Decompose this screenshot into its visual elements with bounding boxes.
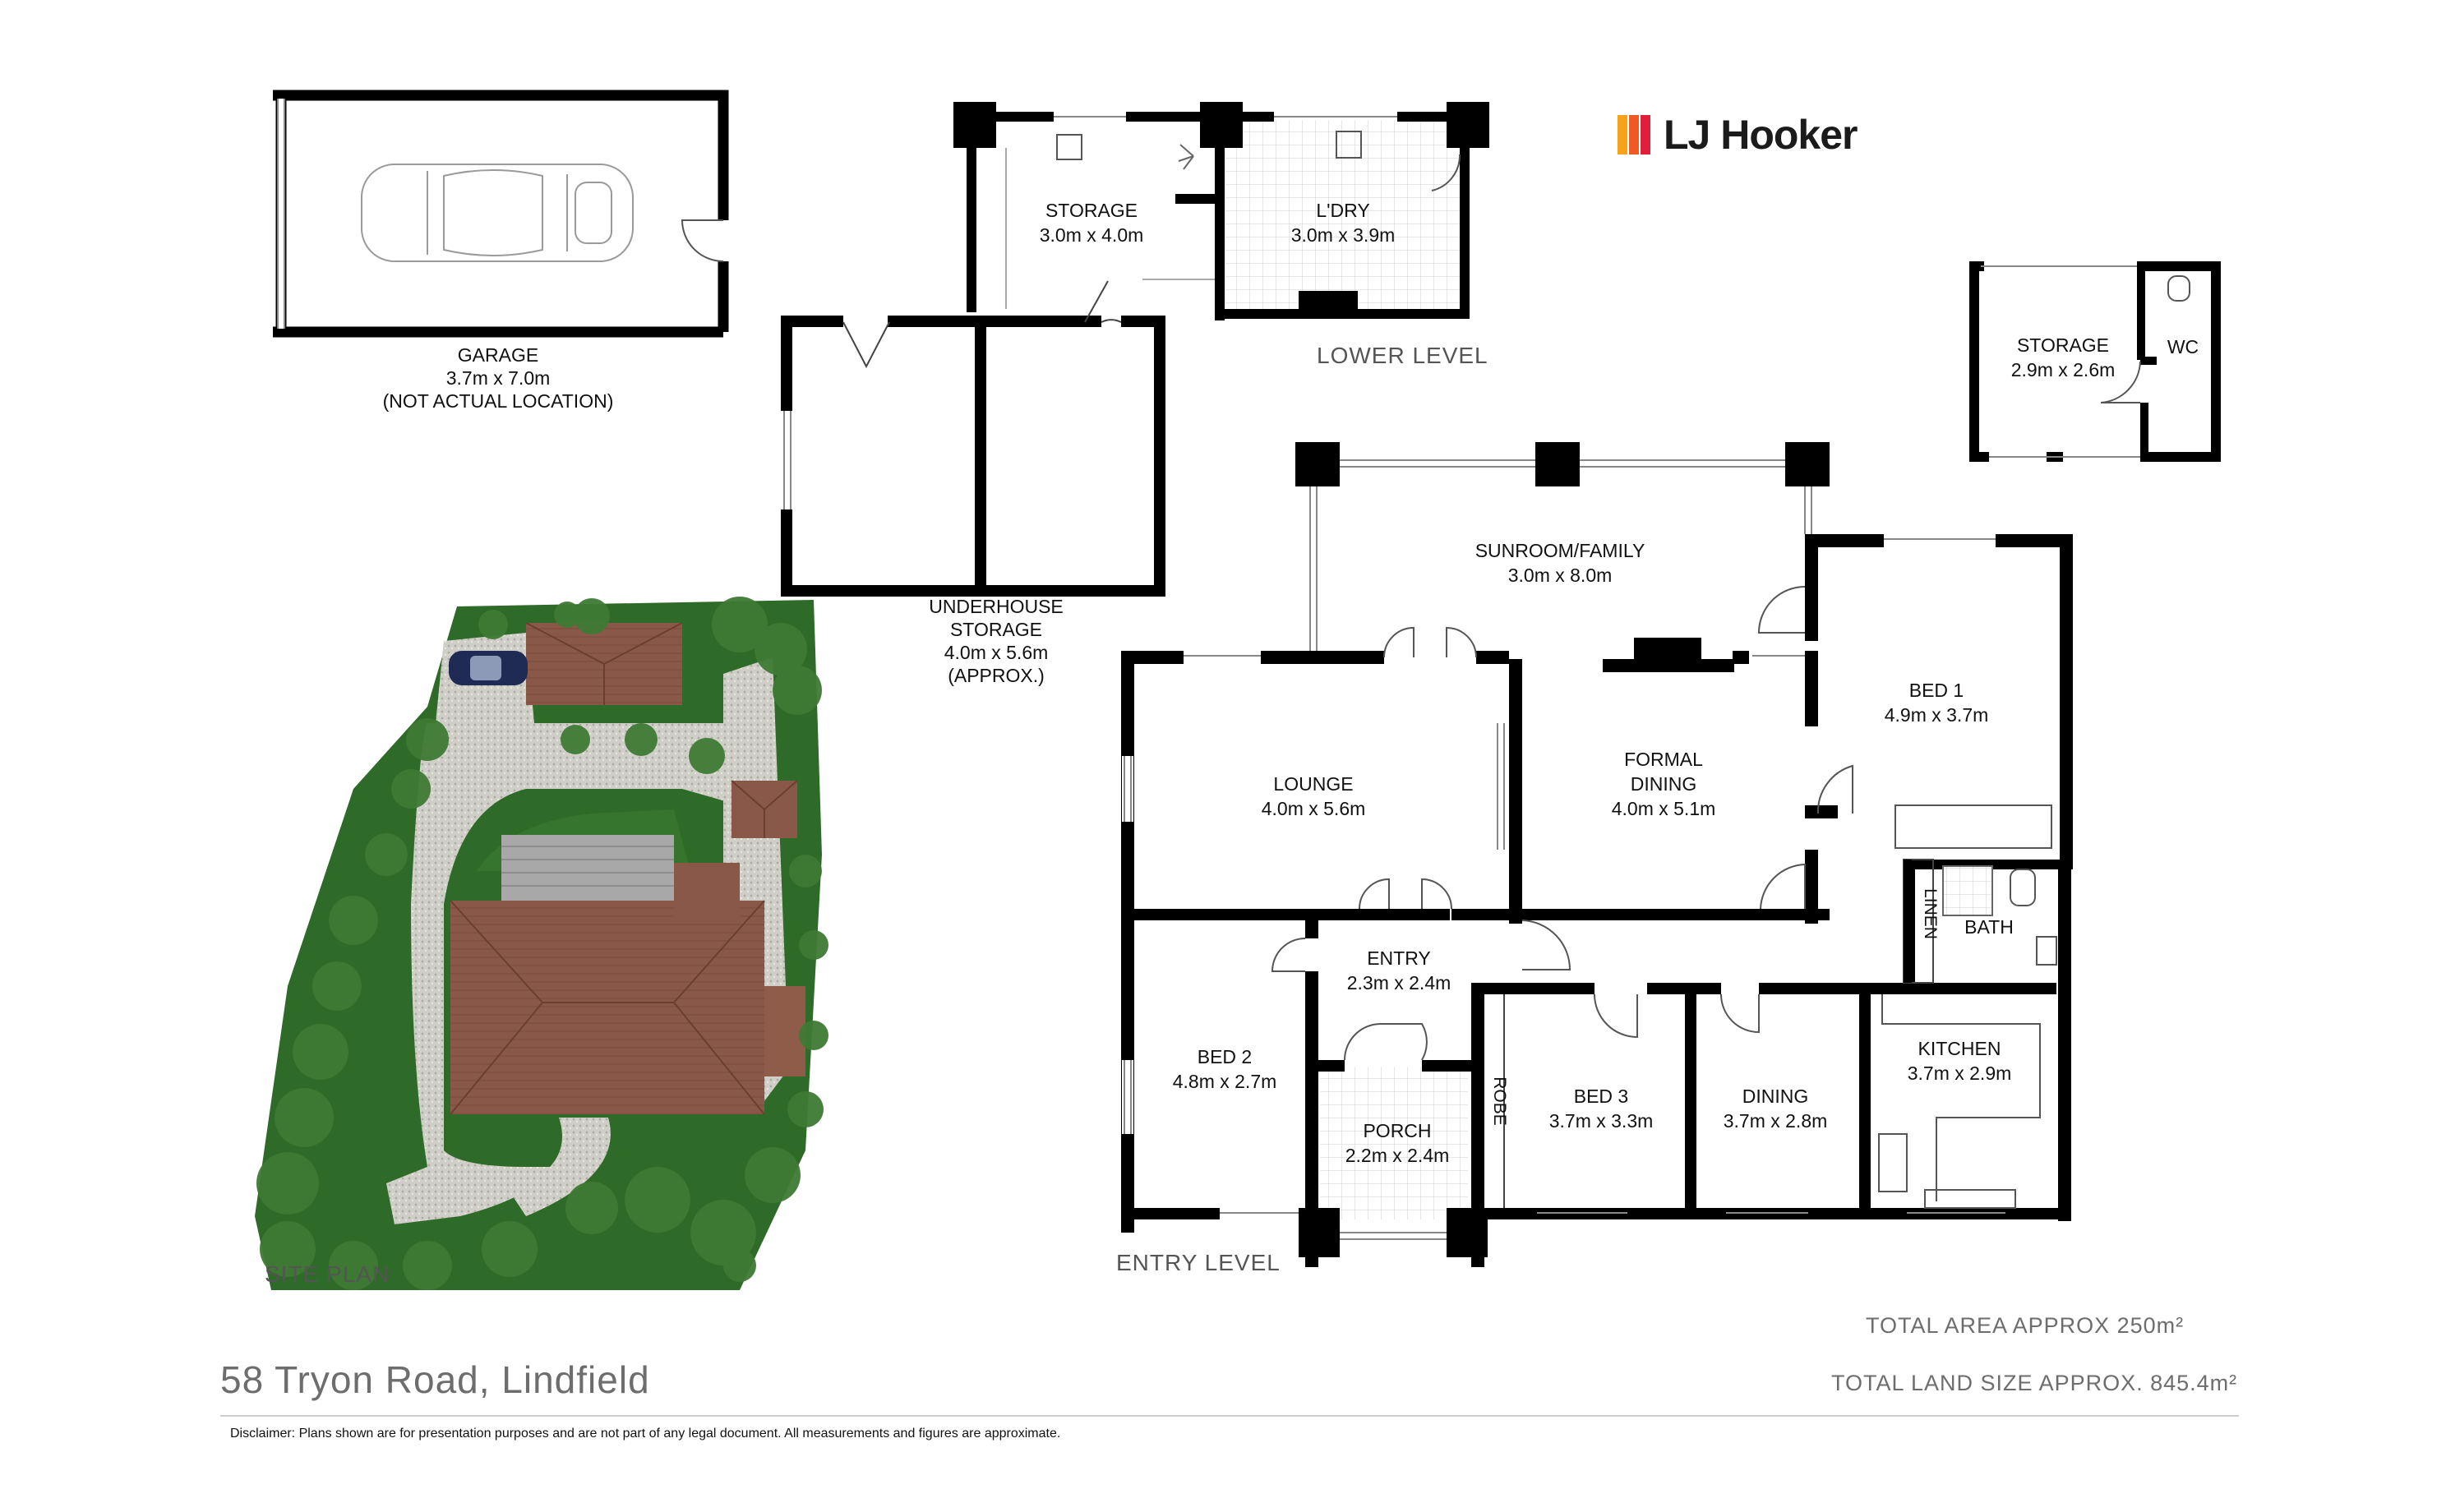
- wc-name: WC: [2167, 336, 2199, 357]
- bed2-name: BED 2: [1198, 1046, 1252, 1067]
- logo-bar: [1618, 115, 1627, 154]
- bed1-size: 4.9m x 3.7m: [1885, 704, 1989, 726]
- garage-note: (NOT ACTUAL LOCATION): [383, 390, 614, 412]
- lounge-size: 4.0m x 5.6m: [1262, 798, 1366, 819]
- laundry-size: 3.0m x 3.9m: [1291, 224, 1396, 246]
- underhouse-name: UNDERHOUSE: [929, 596, 1064, 617]
- linen-label: LINEN: [1921, 888, 1940, 939]
- footer-divider: [220, 1415, 2239, 1417]
- storage-lower-name: STORAGE: [1045, 200, 1138, 221]
- total-area-text: TOTAL AREA APPROX 250m²: [1866, 1313, 2185, 1338]
- lounge-name: LOUNGE: [1273, 773, 1353, 795]
- logo-bar: [1641, 115, 1650, 154]
- garage: [273, 90, 729, 338]
- garage-name: GARAGE: [458, 344, 538, 366]
- robe-label: ROBE: [1490, 1076, 1509, 1126]
- bed2-size: 4.8m x 2.7m: [1173, 1071, 1277, 1092]
- logo-bar: [1629, 115, 1639, 154]
- porch-size: 2.2m x 2.4m: [1345, 1145, 1450, 1166]
- kitchen-size: 3.7m x 2.9m: [1908, 1063, 2012, 1084]
- dining-name: DINING: [1742, 1086, 1809, 1107]
- entry-name: ENTRY: [1367, 947, 1431, 969]
- formal-dining-name2: DINING: [1631, 773, 1697, 795]
- underhouse-note: (APPROX.): [948, 665, 1045, 686]
- room-labels: GARAGE 3.7m x 7.0m (NOT ACTUAL LOCATION)…: [265, 200, 2199, 1287]
- disclaimer-text: Disclaimer: Plans shown are for presenta…: [230, 1427, 1061, 1441]
- porch-name: PORCH: [1363, 1120, 1431, 1141]
- dining-size: 3.7m x 2.8m: [1724, 1110, 1828, 1132]
- storage-lower-size: 3.0m x 4.0m: [1040, 224, 1144, 246]
- entry-level-label: ENTRY LEVEL: [1116, 1250, 1281, 1275]
- car-icon: [449, 651, 528, 685]
- formal-dining-size: 4.0m x 5.1m: [1612, 798, 1716, 819]
- car-icon: [361, 164, 634, 262]
- underhouse-size: 4.0m x 5.6m: [944, 642, 1049, 663]
- garage-size: 3.7m x 7.0m: [446, 367, 551, 389]
- sunroom-name: SUNROOM/FAMILY: [1475, 540, 1645, 561]
- outbuilding-storage-size: 2.9m x 2.6m: [2011, 359, 2116, 380]
- lower-level: [776, 102, 1489, 597]
- kitchen-name: KITCHEN: [1918, 1038, 2001, 1059]
- entry-level: [1121, 442, 2073, 1267]
- sunroom-size: 3.0m x 8.0m: [1508, 565, 1613, 586]
- site-plan-label: SITE PLAN: [265, 1261, 390, 1287]
- outbuilding: [1969, 261, 2221, 462]
- site-plan: [255, 597, 828, 1290]
- underhouse-name2: STORAGE: [950, 619, 1042, 640]
- bed3-size: 3.7m x 3.3m: [1549, 1110, 1654, 1132]
- property-address: 58 Tryon Road, Lindfield: [220, 1358, 650, 1401]
- brand-mark-icon: [1618, 115, 1652, 154]
- laundry-name: L'DRY: [1316, 200, 1369, 221]
- brand-name: LJ Hooker: [1664, 112, 1858, 158]
- outbuilding-storage-name: STORAGE: [2017, 334, 2109, 356]
- bed1-name: BED 1: [1909, 680, 1964, 701]
- bath-name: BATH: [1964, 916, 2014, 938]
- entry-size: 2.3m x 2.4m: [1347, 972, 1451, 993]
- bed3-name: BED 3: [1574, 1086, 1628, 1107]
- land-size-text: TOTAL LAND SIZE APPROX. 845.4m²: [1831, 1371, 2238, 1395]
- brand-logo: LJ Hooker: [1618, 112, 1858, 158]
- formal-dining-name: FORMAL: [1624, 749, 1703, 770]
- lower-level-label: LOWER LEVEL: [1317, 343, 1488, 368]
